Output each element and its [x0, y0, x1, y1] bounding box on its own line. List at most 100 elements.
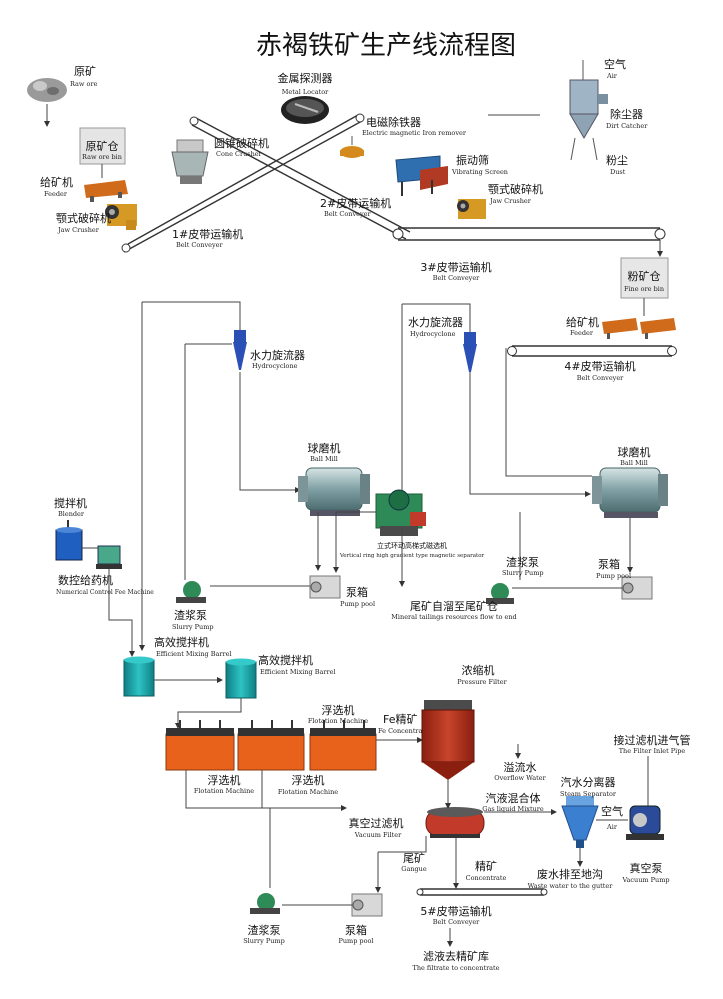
flotation-machine-1-icon: [165, 720, 235, 771]
cone-crusher-icon: [171, 139, 209, 184]
thickener-icon: [421, 700, 475, 780]
slurry-left-label-en: Slurry Pump: [172, 623, 214, 631]
belt1-label: 1#皮带运输机: [172, 227, 243, 241]
pump-box-middle-icon: [309, 575, 341, 599]
iron-remover-icon: [340, 136, 364, 158]
waste-water-label: 废水排至地沟: [537, 867, 603, 881]
vacuum-pump-label-en: Vacuum Pump: [621, 876, 669, 884]
belt-conveyor-2: [189, 116, 411, 240]
fine-bin-label-en: Fine ore bin: [624, 285, 664, 293]
belt-conveyor-1: [121, 113, 365, 253]
jaw1-label: 颚式破碎机: [56, 211, 111, 225]
steam-sep-label: 汽水分离器: [561, 775, 616, 789]
fine-ore-bin-icon: [620, 257, 669, 299]
pump-box-right-icon: [621, 576, 653, 600]
page-title: 赤褐铁矿生产线流程图: [256, 31, 516, 61]
mix2-label: 高效搅拌机: [258, 653, 313, 667]
slurry-left-label: 渣浆泵: [174, 608, 207, 622]
metal-label: 金属探测器: [278, 71, 333, 85]
hydrocyclone-1-icon: [233, 330, 247, 370]
vib-label-en: Vibrating Screen: [451, 168, 508, 176]
hydro1-label-en: Hydrocyclone: [252, 362, 298, 370]
belt-conveyor-5: [416, 888, 548, 896]
flotation-machine-3-icon: [309, 720, 377, 771]
pump-box-mid-label-en: Pump pool: [340, 600, 375, 608]
belt-conveyor-4: [507, 345, 677, 357]
tailings-label-en: Mineral tailings resources flow to end: [391, 613, 516, 621]
feeder2-label-en: Feeder: [570, 329, 594, 337]
vibrating-screen-icon: [395, 155, 448, 196]
vac-filter-label-en: Vacuum Filter: [354, 831, 402, 839]
hydrocyclone-2-icon: [463, 332, 477, 372]
gas-liquid-label-en: Gas liquid Mixture: [482, 805, 544, 813]
feeder1-label-en: Feeder: [44, 190, 68, 198]
ball1-label-en: Ball Mill: [310, 455, 338, 463]
overflow-label-en: Overflow Water: [494, 774, 546, 782]
mixing-tank-1-icon: [123, 656, 155, 697]
mixer-label: 搅拌机: [54, 496, 87, 510]
belt4-label: 4#皮带运输机: [564, 359, 635, 373]
belt4-label-en: Belt Conveyer: [577, 374, 624, 382]
flot-mid-label: 浮选机: [292, 773, 325, 787]
waste-water-label-en: Waste water to the gutter: [528, 882, 614, 890]
belt-conveyor-3: [392, 227, 666, 241]
ball1-label: 球磨机: [308, 441, 341, 455]
belt3-label: 3#皮带运输机: [420, 260, 491, 274]
vms-label: 立式环动高梯式磁选机: [377, 541, 447, 550]
feeder2-label: 给矿机: [566, 315, 599, 329]
belt1-label-en: Belt Conveyer: [176, 241, 223, 249]
raw-ore-label: 原矿: [74, 65, 96, 78]
dust-catcher-label: 除尘器: [610, 107, 643, 121]
pump-box-bottom-label-en: Pump pool: [338, 937, 373, 945]
filter-pipe-label: 接过滤机进气管: [614, 733, 691, 747]
reagent-label-en: Numerical Control Fee Machine: [56, 589, 154, 596]
steam-separator-icon: [561, 796, 599, 848]
jaw-crusher-icon: [105, 204, 137, 230]
filter-pipe-label-en: The Filter Inlet Pipe: [619, 747, 686, 755]
slurry-mid-label: 渣浆泵: [506, 555, 539, 569]
raw-ore-bin-icon: [79, 127, 126, 165]
flot-left-label-en: Flotation Machine: [194, 787, 254, 795]
dust-label: 粉尘: [606, 154, 628, 167]
jaw-crusher-2-icon: [457, 199, 486, 219]
raw-bin-label: 原矿仓: [86, 139, 119, 153]
filtrate-label: 滤液去精矿库: [423, 949, 489, 963]
gangue-label-en: Gangue: [401, 865, 427, 873]
slurry-pump-bottom-icon: [250, 893, 280, 914]
fine-bin-label: 粉矿仓: [628, 269, 661, 283]
gas-liquid-label: 汽液混合体: [486, 791, 541, 805]
vacuum-pump-icon: [626, 756, 664, 840]
dust-label-en: Dust: [610, 168, 626, 176]
slurry-pump-right-icon: [486, 583, 514, 604]
flot-left-label: 浮选机: [208, 773, 241, 787]
mix1-label: 高效搅拌机: [154, 635, 209, 649]
thickener-label-en: Pressure Filter: [457, 678, 507, 686]
magnetic-separator-icon: [375, 489, 426, 536]
ball-mill-2-icon: [592, 467, 668, 518]
feeder1-label: 给矿机: [40, 175, 73, 189]
jaw2-label: 颚式破碎机: [488, 182, 543, 196]
ball-mill-1-icon: [298, 467, 370, 516]
mixer-label-en: Blender: [58, 510, 85, 518]
air-right-label: 空气: [601, 804, 623, 818]
raw-bin-label-en: Raw ore bin: [82, 153, 122, 161]
flot-top-label: 浮选机: [322, 703, 355, 717]
feeder-2-icon: [602, 318, 676, 339]
steam-sep-label-en: Steam Separator: [560, 790, 617, 798]
mix2-label-en: Efficient Mixing Barrel: [260, 668, 336, 676]
vacuum-filter-icon: [425, 807, 485, 838]
filtrate-label-en: The filtrate to concentrate: [412, 964, 499, 972]
belt5-label-en: Belt Conveyer: [433, 918, 480, 926]
vib-label: 振动筛: [456, 153, 489, 167]
slurry-bottom-label-en: Slurry Pump: [243, 937, 285, 945]
mix1-label-en: Efficient Mixing Barrel: [156, 650, 232, 658]
hydro1-label: 水力旋流器: [250, 348, 305, 362]
thickener-label: 浓缩机: [462, 663, 495, 677]
fe-concentrate-label-en: Fe Concentrate: [378, 727, 429, 735]
concentrate-label: 精矿: [475, 860, 497, 873]
raw-ore-pile-icon: [27, 78, 67, 102]
tailings-label: 尾矿自溜至尾矿仓: [410, 599, 498, 613]
belt2-label: 2#皮带运输机: [320, 196, 391, 210]
hydro2-label: 水力旋流器: [408, 315, 463, 329]
reagent-label: 数控给药机: [58, 573, 113, 587]
